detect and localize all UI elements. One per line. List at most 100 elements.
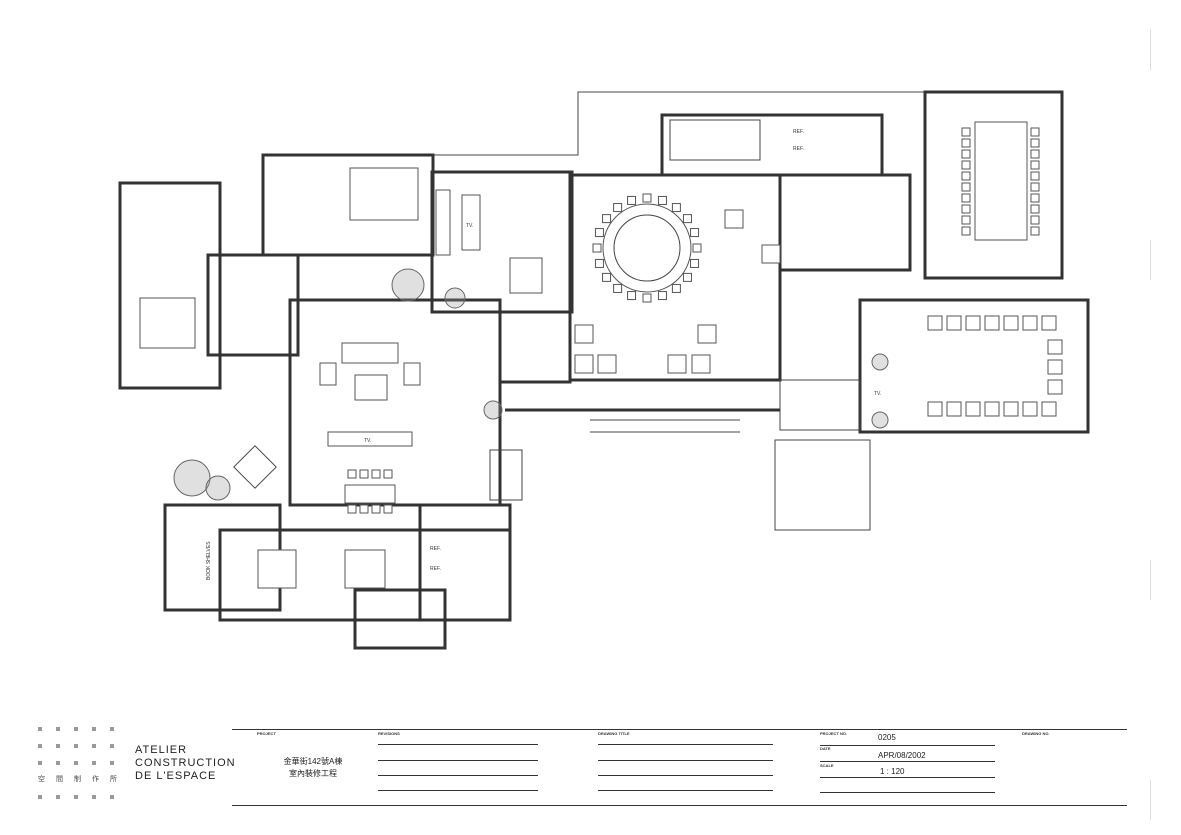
chair xyxy=(1022,401,1038,417)
chair xyxy=(1030,204,1040,214)
chair xyxy=(961,226,971,236)
chair xyxy=(574,354,594,374)
chair xyxy=(1047,379,1063,395)
chair xyxy=(1041,315,1057,331)
chair xyxy=(657,291,667,301)
chair xyxy=(613,283,623,293)
furniture-chairs xyxy=(347,127,1063,514)
chair xyxy=(690,228,700,238)
chair xyxy=(984,315,1000,331)
chair xyxy=(359,504,369,514)
project-label: PROJECT xyxy=(257,731,276,736)
chair xyxy=(359,469,369,479)
chair xyxy=(961,193,971,203)
chair xyxy=(692,243,702,253)
chair xyxy=(347,504,357,514)
brand-name: ATELIER CONSTRUCTION DE L'ESPACE xyxy=(135,744,236,783)
chair xyxy=(671,283,681,293)
room-labels: TV. TV. TV. REF. REF. REF. REF. BOOK SHE… xyxy=(206,129,881,580)
project-name: 金華街142號A棟 室內裝修工程 xyxy=(268,756,358,780)
plants xyxy=(173,268,889,501)
chair xyxy=(597,354,617,374)
exterior-walls xyxy=(118,90,1090,650)
chair xyxy=(1030,160,1040,170)
chair xyxy=(627,195,637,205)
brand-line: CONSTRUCTION xyxy=(135,757,236,769)
chair xyxy=(371,504,381,514)
chair xyxy=(613,203,623,213)
chair xyxy=(1030,226,1040,236)
chair xyxy=(574,324,594,344)
chair xyxy=(1030,171,1040,181)
drawing-no-label: DRAWING NO. xyxy=(1022,731,1050,736)
scale-label: SCALE xyxy=(820,763,834,768)
chair xyxy=(946,401,962,417)
chair xyxy=(1030,127,1040,137)
chair xyxy=(965,315,981,331)
ref-label: REF. xyxy=(793,129,804,135)
chair xyxy=(1003,315,1019,331)
chair xyxy=(697,324,717,344)
tv-label: TV. xyxy=(874,391,881,397)
chair xyxy=(961,160,971,170)
date-label: DATE xyxy=(820,746,831,751)
project-no-value: 0205 xyxy=(878,733,896,742)
chair xyxy=(592,243,602,253)
chair xyxy=(602,272,612,282)
ref-label: REF. xyxy=(793,146,804,152)
round-dining-table xyxy=(602,203,692,293)
chair xyxy=(961,149,971,159)
chair xyxy=(691,354,711,374)
logo-char: 制 xyxy=(74,776,81,783)
revisions-label: REVISIONS xyxy=(378,731,400,736)
chair xyxy=(927,315,943,331)
chair xyxy=(602,214,612,224)
chair xyxy=(761,244,781,264)
ref-label: REF. xyxy=(430,566,441,572)
meeting-table xyxy=(974,121,1028,241)
chair xyxy=(1047,359,1063,375)
book-shelves-label: BOOK SHELVES xyxy=(206,541,212,580)
chair xyxy=(657,195,667,205)
date-value: APR/08/2002 xyxy=(878,751,926,760)
chair xyxy=(1003,401,1019,417)
chair xyxy=(1030,149,1040,159)
chair xyxy=(594,258,604,268)
chair xyxy=(1030,215,1040,225)
project-line: 室內裝修工程 xyxy=(289,769,337,778)
chair xyxy=(724,209,744,229)
chair xyxy=(642,293,652,303)
chair xyxy=(594,228,604,238)
project-no-label: PROJECT NO. xyxy=(820,731,848,736)
tv-label: TV. xyxy=(466,223,473,229)
chair xyxy=(383,504,393,514)
chair xyxy=(927,401,943,417)
logo-mark: 空 間 制 作 所 xyxy=(38,725,128,801)
chair xyxy=(1030,138,1040,148)
chair xyxy=(1047,339,1063,355)
tv-label: TV. xyxy=(364,438,371,444)
drawing-title-label: DRAWING TITLE xyxy=(598,731,630,736)
chair xyxy=(1041,401,1057,417)
sofa-set xyxy=(139,167,543,589)
chair xyxy=(961,171,971,181)
chair xyxy=(965,401,981,417)
brand-line: DE L'ESPACE xyxy=(135,770,217,782)
ref-label: REF. xyxy=(430,546,441,552)
chair xyxy=(1030,193,1040,203)
logo-char: 作 xyxy=(92,776,99,783)
logo-char: 空 xyxy=(38,776,45,783)
chair xyxy=(1030,182,1040,192)
scale-value: 1 : 120 xyxy=(880,767,905,776)
chair xyxy=(627,291,637,301)
chair xyxy=(961,215,971,225)
chair xyxy=(690,258,700,268)
project-line: 金華街142號A棟 xyxy=(283,757,343,766)
logo-char: 所 xyxy=(110,776,117,783)
chair xyxy=(642,193,652,203)
chair xyxy=(946,315,962,331)
chair xyxy=(371,469,381,479)
logo-char: 間 xyxy=(56,776,63,783)
chair xyxy=(961,182,971,192)
